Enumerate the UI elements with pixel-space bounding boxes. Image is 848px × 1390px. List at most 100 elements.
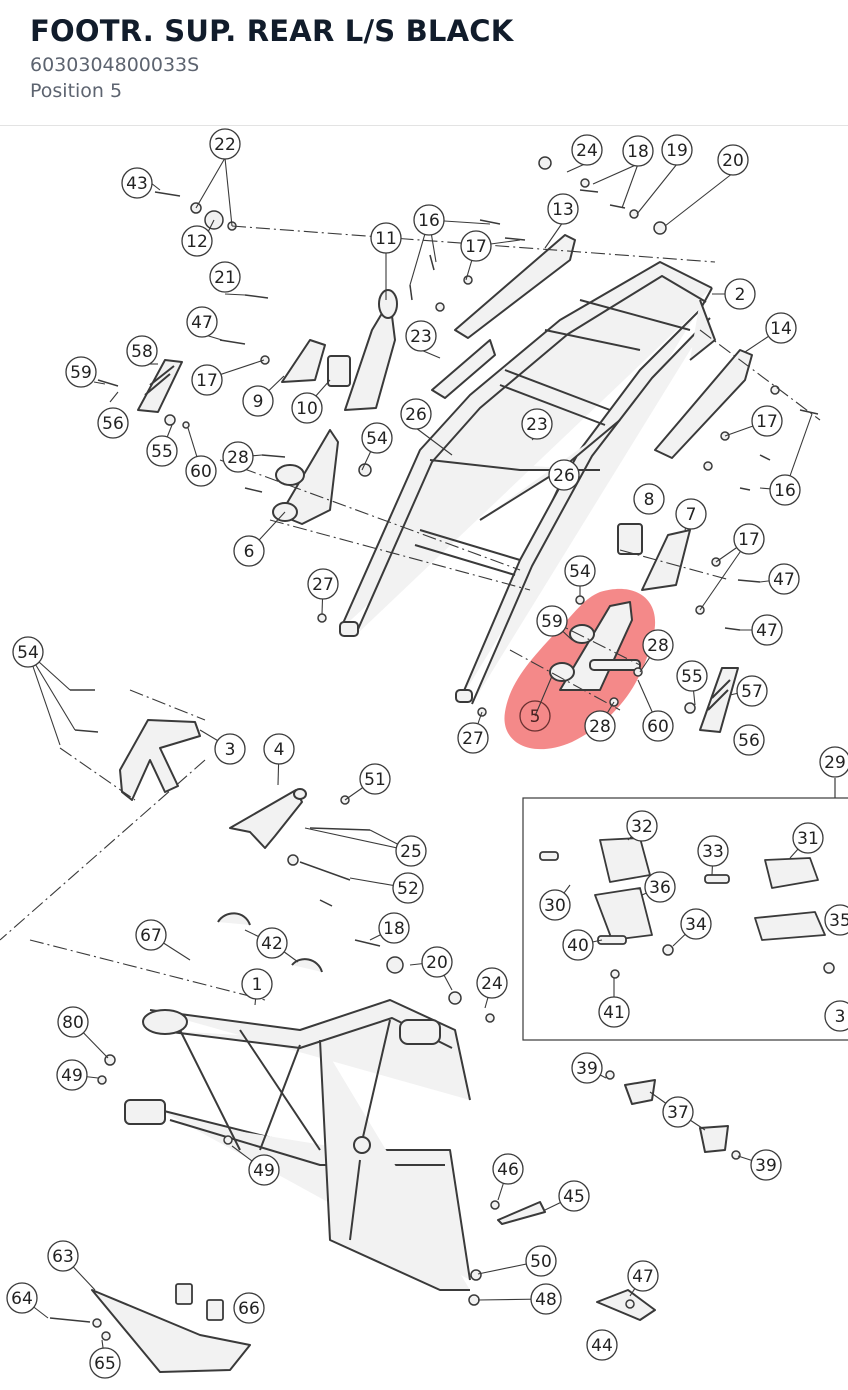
callout-label: 18 bbox=[383, 919, 405, 939]
callout-2[interactable]: 2 bbox=[724, 278, 756, 310]
clips-42 bbox=[217, 912, 323, 973]
callout-1[interactable]: 1 bbox=[241, 968, 273, 1000]
callout-22[interactable]: 22 bbox=[209, 128, 241, 160]
callout-48[interactable]: 48 bbox=[530, 1283, 562, 1315]
callout-12[interactable]: 12 bbox=[181, 225, 213, 257]
callout-4[interactable]: 4 bbox=[263, 733, 295, 765]
callout-26[interactable]: 26 bbox=[548, 459, 580, 491]
callout-3[interactable]: 3 bbox=[214, 733, 246, 765]
callout-54[interactable]: 54 bbox=[361, 422, 393, 454]
callout-27[interactable]: 27 bbox=[457, 722, 489, 754]
callout-46[interactable]: 46 bbox=[492, 1153, 524, 1185]
callout-37[interactable]: 37 bbox=[662, 1096, 694, 1128]
callout-circle bbox=[662, 1096, 694, 1128]
callout-35[interactable]: 35 bbox=[824, 904, 848, 936]
callout-55[interactable]: 55 bbox=[146, 435, 178, 467]
callout-34[interactable]: 34 bbox=[680, 908, 712, 940]
callout-16[interactable]: 16 bbox=[769, 474, 801, 506]
callout-55[interactable]: 55 bbox=[676, 660, 708, 692]
callout-19[interactable]: 19 bbox=[661, 134, 693, 166]
callout-label: 54 bbox=[17, 643, 39, 663]
callout-58[interactable]: 58 bbox=[126, 335, 158, 367]
callout-65[interactable]: 65 bbox=[89, 1347, 121, 1379]
callout-23[interactable]: 23 bbox=[405, 320, 437, 352]
callout-13[interactable]: 13 bbox=[547, 193, 579, 225]
callout-18[interactable]: 18 bbox=[622, 135, 654, 167]
callout-51[interactable]: 51 bbox=[359, 763, 391, 795]
callout-17[interactable]: 17 bbox=[191, 364, 223, 396]
callout-5-selected[interactable]: 5 bbox=[519, 700, 551, 732]
callout-circle bbox=[460, 230, 492, 262]
callout-56[interactable]: 56 bbox=[97, 407, 129, 439]
callout-label: 16 bbox=[774, 481, 796, 501]
callout-8[interactable]: 8 bbox=[633, 483, 665, 515]
callout-24[interactable]: 24 bbox=[476, 967, 508, 999]
callout-28[interactable]: 28 bbox=[584, 710, 616, 742]
callout-60[interactable]: 60 bbox=[185, 455, 217, 487]
callout-11[interactable]: 11 bbox=[370, 222, 402, 254]
callout-66[interactable]: 66 bbox=[233, 1292, 265, 1324]
callout-39[interactable]: 39 bbox=[571, 1052, 603, 1084]
callout-label: 35 bbox=[829, 911, 848, 931]
callout-label: 26 bbox=[553, 466, 575, 486]
callout-20[interactable]: 20 bbox=[421, 946, 453, 978]
callout-64[interactable]: 64 bbox=[6, 1282, 38, 1314]
callout-43[interactable]: 43 bbox=[121, 167, 153, 199]
callout-32[interactable]: 32 bbox=[626, 810, 658, 842]
inset-footpegs bbox=[539, 837, 826, 945]
callout-47[interactable]: 47 bbox=[768, 563, 800, 595]
callout-52[interactable]: 52 bbox=[392, 872, 424, 904]
callout-25[interactable]: 25 bbox=[395, 835, 427, 867]
callout-47[interactable]: 47 bbox=[751, 614, 783, 646]
callout-56[interactable]: 56 bbox=[733, 724, 765, 756]
callout-circle bbox=[717, 144, 749, 176]
callout-49[interactable]: 49 bbox=[248, 1154, 280, 1186]
callout-42[interactable]: 42 bbox=[256, 927, 288, 959]
callout-29[interactable]: 29 bbox=[819, 746, 848, 778]
callout-41[interactable]: 41 bbox=[598, 996, 630, 1028]
callout-54[interactable]: 54 bbox=[12, 636, 44, 668]
callout-17[interactable]: 17 bbox=[460, 230, 492, 262]
callout-45[interactable]: 45 bbox=[558, 1180, 590, 1212]
callout-14[interactable]: 14 bbox=[765, 312, 797, 344]
callout-28[interactable]: 28 bbox=[222, 441, 254, 473]
callout-54[interactable]: 54 bbox=[564, 555, 596, 587]
callout-7[interactable]: 7 bbox=[675, 498, 707, 530]
callout-18[interactable]: 18 bbox=[378, 912, 410, 944]
callout-63[interactable]: 63 bbox=[47, 1240, 79, 1272]
callout-80[interactable]: 80 bbox=[57, 1006, 89, 1038]
callout-36[interactable]: 36 bbox=[644, 871, 676, 903]
callout-40[interactable]: 40 bbox=[562, 929, 594, 961]
callout-47[interactable]: 47 bbox=[627, 1260, 659, 1292]
callout-23[interactable]: 23 bbox=[521, 408, 553, 440]
callout-9[interactable]: 9 bbox=[242, 385, 274, 417]
callout-31[interactable]: 31 bbox=[792, 822, 824, 854]
callout-17[interactable]: 17 bbox=[733, 523, 765, 555]
callout-59[interactable]: 59 bbox=[536, 605, 568, 637]
callout-50[interactable]: 50 bbox=[525, 1245, 557, 1277]
callout-39[interactable]: 39 bbox=[750, 1149, 782, 1181]
callout-6[interactable]: 6 bbox=[233, 535, 265, 567]
callout-47[interactable]: 47 bbox=[186, 306, 218, 338]
callout-21[interactable]: 21 bbox=[209, 261, 241, 293]
hardware-washers bbox=[92, 156, 835, 1341]
callout-57[interactable]: 57 bbox=[736, 675, 768, 707]
callout-circle bbox=[824, 1000, 848, 1032]
callout-24[interactable]: 24 bbox=[571, 134, 603, 166]
callout-60[interactable]: 60 bbox=[642, 710, 674, 742]
callout-28[interactable]: 28 bbox=[642, 629, 674, 661]
callout-30[interactable]: 30 bbox=[539, 889, 571, 921]
callout-16[interactable]: 16 bbox=[413, 204, 445, 236]
callout-26[interactable]: 26 bbox=[400, 398, 432, 430]
callout-33[interactable]: 33 bbox=[697, 835, 729, 867]
callout-49[interactable]: 49 bbox=[56, 1059, 88, 1091]
callout-44[interactable]: 44 bbox=[586, 1329, 618, 1361]
callout-17[interactable]: 17 bbox=[751, 405, 783, 437]
callout-10[interactable]: 10 bbox=[291, 392, 323, 424]
callout-3[interactable]: 3 bbox=[824, 1000, 848, 1032]
callout-59[interactable]: 59 bbox=[65, 356, 97, 388]
callout-67[interactable]: 67 bbox=[135, 919, 167, 951]
callout-27[interactable]: 27 bbox=[307, 568, 339, 600]
callout-20[interactable]: 20 bbox=[717, 144, 749, 176]
callout-circle bbox=[598, 996, 630, 1028]
